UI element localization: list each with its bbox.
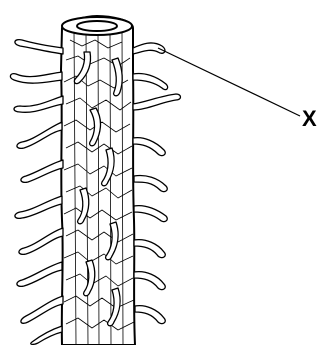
root-hairs-right — [133, 43, 181, 324]
root-top-section — [62, 17, 132, 35]
label-x: X — [302, 106, 317, 131]
label-x-leader-line — [158, 48, 300, 116]
label-x-group: X — [158, 48, 317, 131]
root-hairs-left — [10, 40, 63, 345]
